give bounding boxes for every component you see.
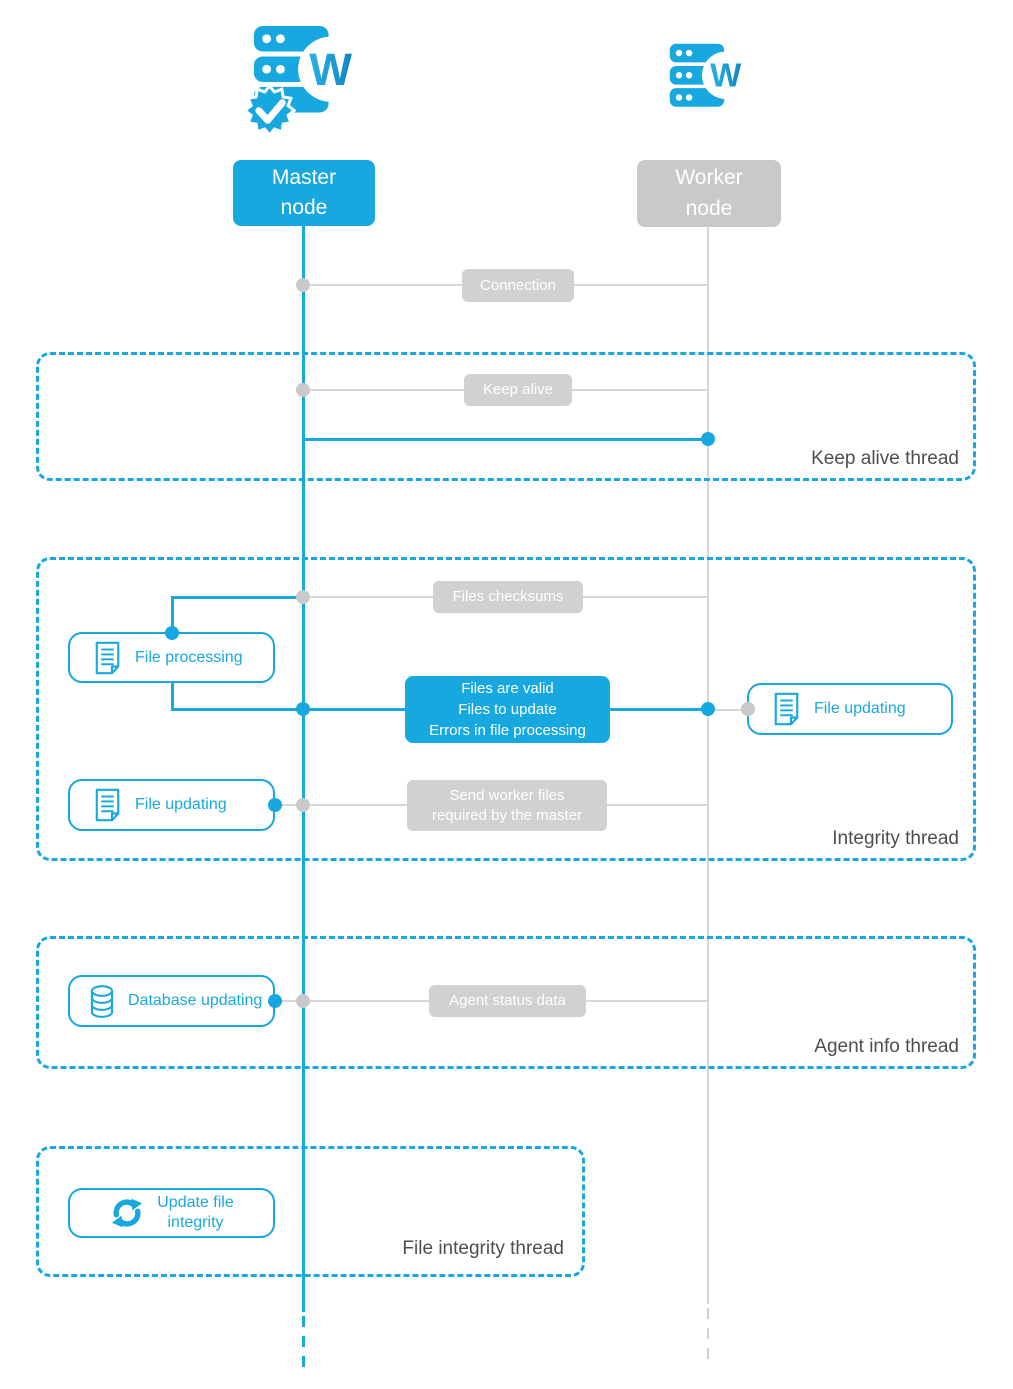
message-label-connection: Connection bbox=[462, 269, 574, 302]
master-server-icon: W bbox=[242, 26, 363, 138]
document-icon bbox=[95, 641, 120, 674]
worker-lifeline-tail bbox=[707, 1308, 709, 1362]
activity-database-updating: Database updating bbox=[68, 975, 275, 1027]
message-label-agent-status: Agent status data bbox=[429, 985, 586, 1017]
activity-file-updating-master: File updating bbox=[68, 779, 275, 831]
svg-text:W: W bbox=[309, 44, 352, 95]
connector-files-checksums-to-file-processing bbox=[171, 596, 303, 599]
wazuh-logo-icon: W bbox=[298, 36, 363, 102]
master-node-label: Master node bbox=[233, 160, 375, 226]
refresh-icon bbox=[112, 1198, 143, 1228]
connector-file-processing-out bbox=[171, 682, 174, 711]
activity-label: File updating bbox=[135, 796, 227, 813]
worker-node-label: Worker node bbox=[637, 160, 781, 227]
check-badge-icon bbox=[242, 83, 297, 138]
message-line-keep-alive-reply bbox=[303, 438, 709, 441]
worker-server-icon: W bbox=[669, 43, 750, 107]
connector-file-processing-in bbox=[171, 596, 174, 634]
thread-box-agent-info: Agent info thread bbox=[36, 936, 976, 1069]
message-label-send-worker-files: Send worker files required by the master bbox=[407, 780, 607, 831]
thread-box-file-integrity: File integrity thread bbox=[36, 1146, 585, 1277]
master-lifeline-tail bbox=[302, 1316, 305, 1368]
activity-file-updating-worker: File updating bbox=[747, 683, 953, 735]
activity-label: Database updating bbox=[128, 992, 263, 1009]
endpoint-dot bbox=[268, 798, 282, 812]
endpoint-dot bbox=[296, 702, 310, 716]
endpoint-dot bbox=[701, 432, 715, 446]
svg-text:W: W bbox=[710, 57, 742, 94]
thread-label-keep-alive: Keep alive thread bbox=[811, 448, 959, 469]
connector-worker-file-updating bbox=[708, 709, 749, 711]
message-label-files-status: Files are valid Files to update Errors i… bbox=[405, 676, 610, 743]
thread-label-agent-info: Agent info thread bbox=[814, 1036, 959, 1057]
endpoint-dot bbox=[741, 702, 755, 716]
endpoint-dot bbox=[296, 590, 310, 604]
endpoint-dot bbox=[296, 994, 310, 1008]
endpoint-dot bbox=[701, 702, 715, 716]
endpoint-dot bbox=[296, 383, 310, 397]
thread-label-file-integrity: File integrity thread bbox=[402, 1238, 564, 1259]
wazuh-logo-icon: W bbox=[701, 51, 750, 99]
thread-box-keep-alive: Keep alive thread bbox=[36, 352, 976, 481]
endpoint-dot bbox=[296, 798, 310, 812]
message-label-files-checksums: Files checksums bbox=[433, 581, 583, 613]
thread-label-integrity: Integrity thread bbox=[832, 828, 959, 849]
endpoint-dot bbox=[165, 626, 179, 640]
message-label-keep-alive: Keep alive bbox=[464, 374, 572, 406]
database-icon bbox=[90, 984, 114, 1018]
endpoint-dot bbox=[296, 278, 310, 292]
worker-lifeline bbox=[707, 227, 709, 1304]
activity-update-file-integrity: Update file integrity bbox=[68, 1188, 275, 1238]
master-lifeline bbox=[302, 226, 305, 1312]
activity-label: File processing bbox=[135, 648, 243, 666]
document-icon bbox=[95, 788, 120, 822]
activity-label: File updating bbox=[814, 700, 906, 717]
activity-label: Update file integrity bbox=[157, 1194, 234, 1231]
endpoint-dot bbox=[268, 994, 282, 1008]
document-icon bbox=[774, 692, 799, 726]
connector-file-processing-to-master bbox=[171, 708, 303, 711]
thread-box-integrity: Integrity thread bbox=[36, 557, 976, 861]
